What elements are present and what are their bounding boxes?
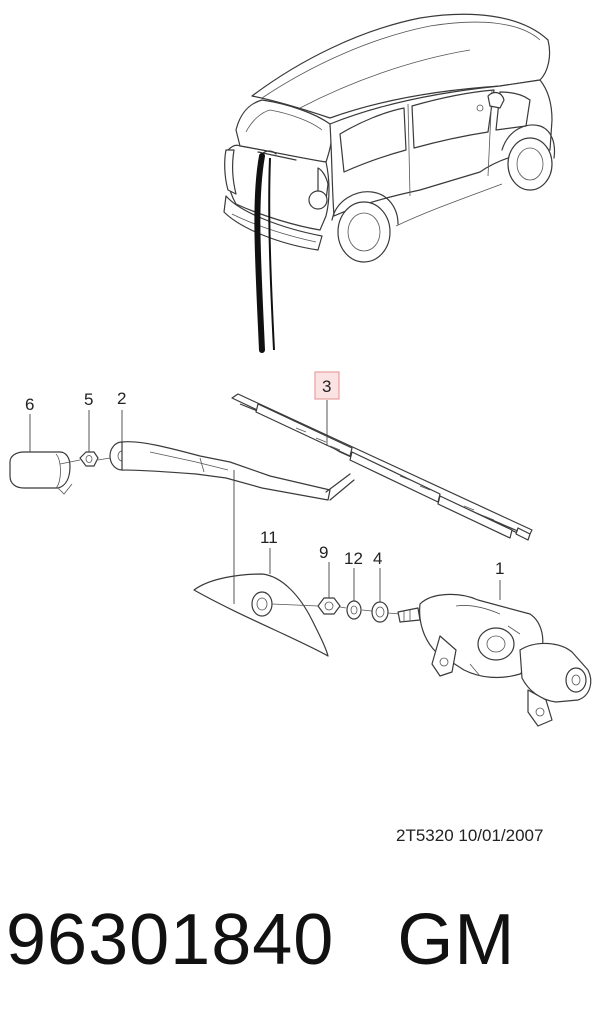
drawing-code-date: 2T5320 10/01/2007 [396, 826, 544, 845]
callout-6: 6 [25, 395, 34, 414]
callout-3: 3 [322, 377, 331, 396]
part-number-brand: 96301840 GM [6, 900, 515, 980]
wiper-motor [397, 593, 592, 727]
callout-2: 2 [117, 389, 126, 408]
callout-1: 1 [495, 559, 504, 578]
wiper-arm [109, 441, 355, 501]
car-illustration [223, 13, 556, 353]
callout-4: 4 [373, 549, 382, 568]
nut [79, 451, 99, 467]
callout-9: 9 [319, 543, 328, 562]
nut-9 [317, 597, 341, 615]
wiper-blade [231, 393, 533, 541]
cap [9, 451, 73, 495]
callout-11: 11 [260, 528, 278, 547]
brand-name: GM [397, 900, 516, 980]
part-number: 96301840 [6, 900, 335, 980]
spacer [334, 900, 397, 980]
grommet-4 [371, 601, 389, 623]
callout-5: 5 [84, 390, 93, 409]
callout-3-highlight [314, 371, 340, 400]
washer-12 [346, 600, 362, 620]
seal-plate [193, 573, 329, 657]
callout-12: 12 [344, 549, 363, 568]
leader-lines [29, 400, 501, 604]
